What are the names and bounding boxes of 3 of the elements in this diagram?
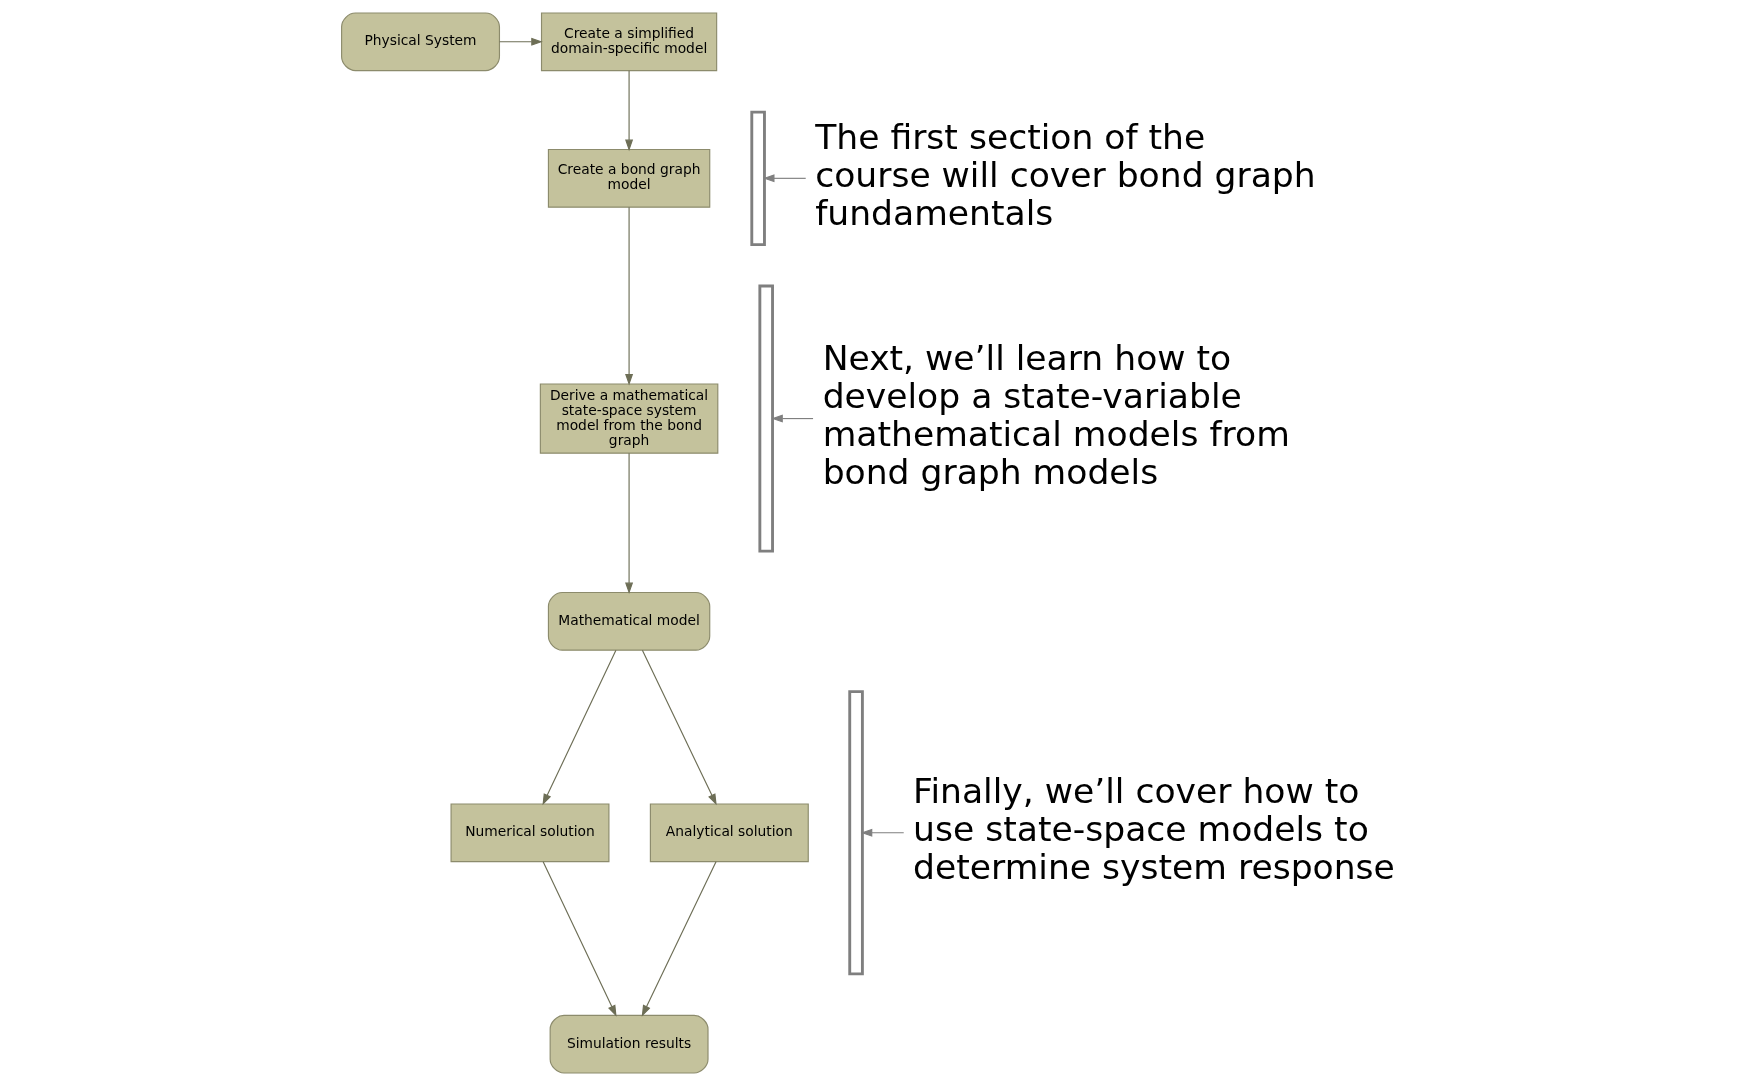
node-text: Next, we’ll learn how to develop a state-variable mathematical models from bond graph models (822, 338, 1290, 493)
node-text: The first section of the course will cover bond graph fundamentals (814, 116, 1316, 233)
node-text: Finally, we’ll cover how to use state-space models to determine system response (912, 771, 1395, 888)
